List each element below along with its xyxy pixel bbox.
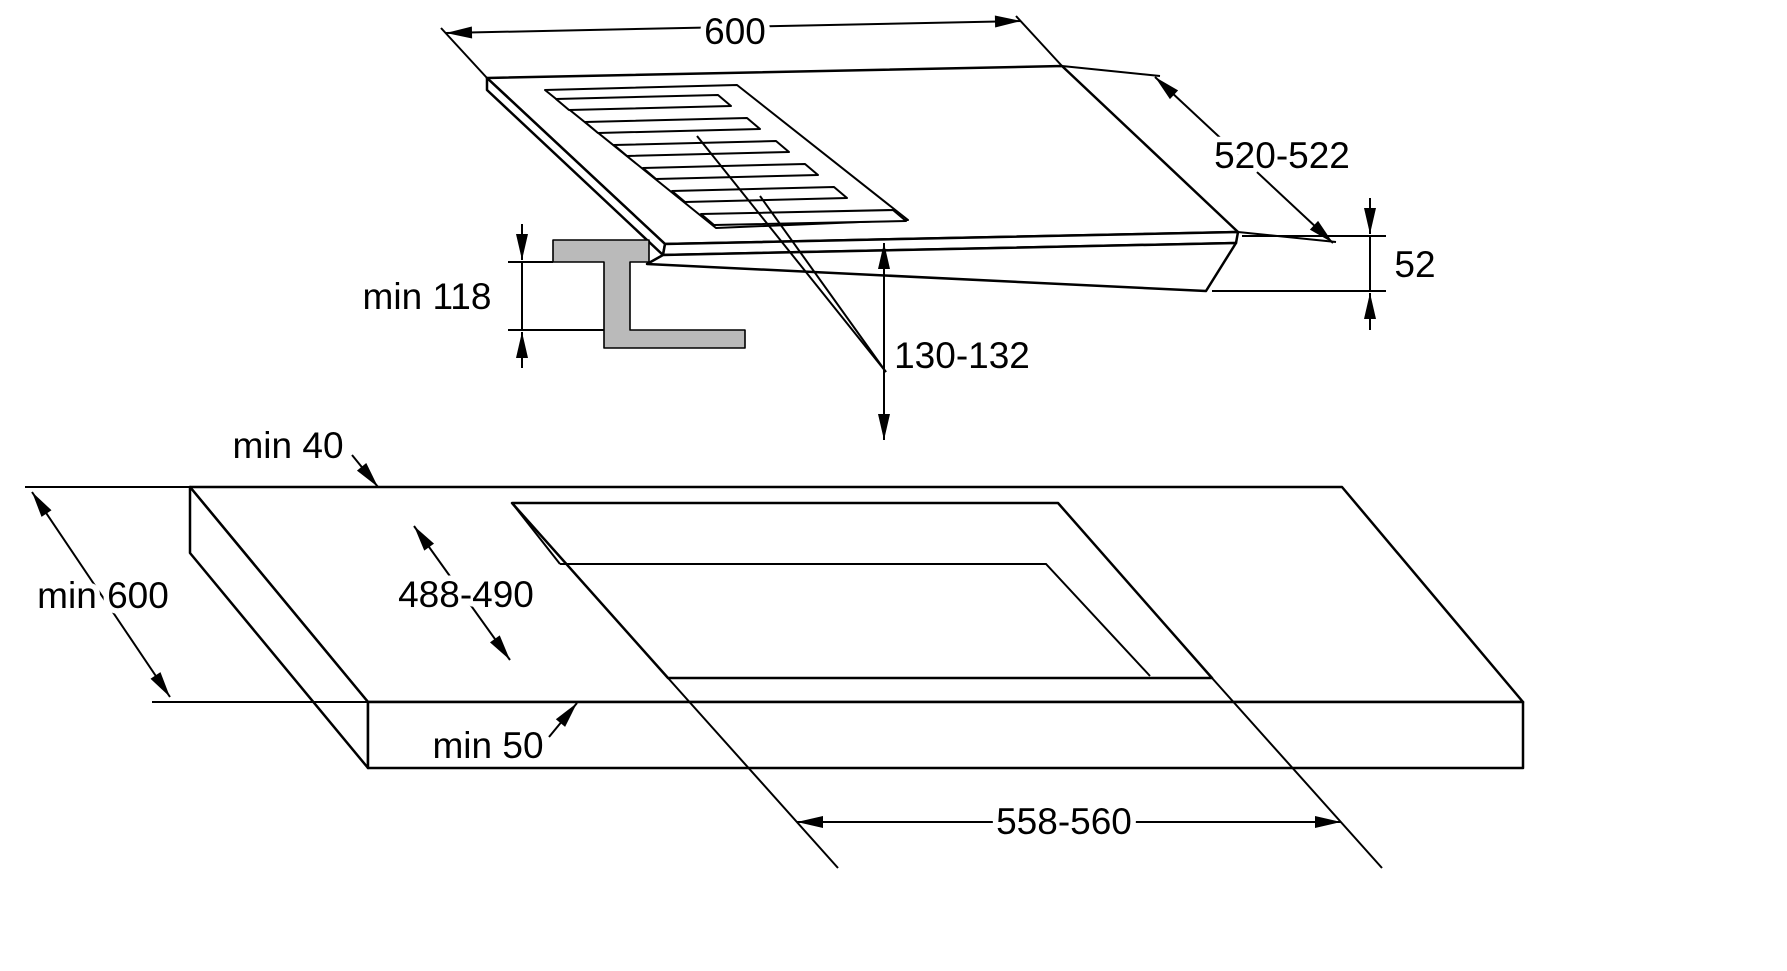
burner-grates (544, 84, 909, 229)
worktop-front-face (366, 700, 1525, 770)
dim-worktop-depth-min600: min 600 (25, 486, 368, 703)
cutout-depth-label: 488-490 (398, 574, 534, 615)
grate-bar (642, 163, 819, 180)
dim-width-600: 600 (440, 6, 1063, 79)
cutout-inner-wall (560, 563, 1151, 677)
grate-bar (671, 186, 848, 203)
cutout-inner-edge (511, 502, 561, 565)
hob-body-front (645, 241, 1238, 293)
cutout-width-label: 558-560 (996, 801, 1132, 842)
worktop-front-gap-label: min 50 (432, 725, 543, 766)
dim-cutout-width-558-560: 558-560 (667, 677, 1383, 869)
worktop-rear-gap-label: min 40 (232, 425, 343, 466)
grate-bar (613, 140, 790, 157)
worktop-depth-label: min 600 (37, 575, 169, 616)
grate-front-rail (700, 209, 907, 226)
mounting-bracket (552, 239, 746, 349)
dim-height-52: 52 (1212, 198, 1441, 330)
hob-depth-label: 520-522 (1214, 135, 1350, 176)
dim-offset-130-132: 130-132 (696, 135, 1035, 440)
grate-bar (584, 117, 761, 134)
hob-clearance-label: min 118 (363, 276, 492, 317)
dim-front-gap-min50: min 50 (427, 702, 578, 772)
dim-rear-gap-min40: min 40 (227, 420, 379, 488)
dim-depth-520-522: 520-522 (1061, 65, 1355, 244)
hob-offset-label: 130-132 (894, 335, 1030, 376)
grate-bar (555, 94, 732, 111)
dim-clearance-min118: min 118 (357, 224, 604, 368)
hob-top-view (485, 64, 1240, 349)
dim-cutout-depth-488-490: 488-490 (393, 525, 539, 661)
worktop-view (188, 485, 1525, 770)
hob-width-label: 600 (704, 11, 766, 52)
hob-height-label: 52 (1394, 244, 1435, 285)
